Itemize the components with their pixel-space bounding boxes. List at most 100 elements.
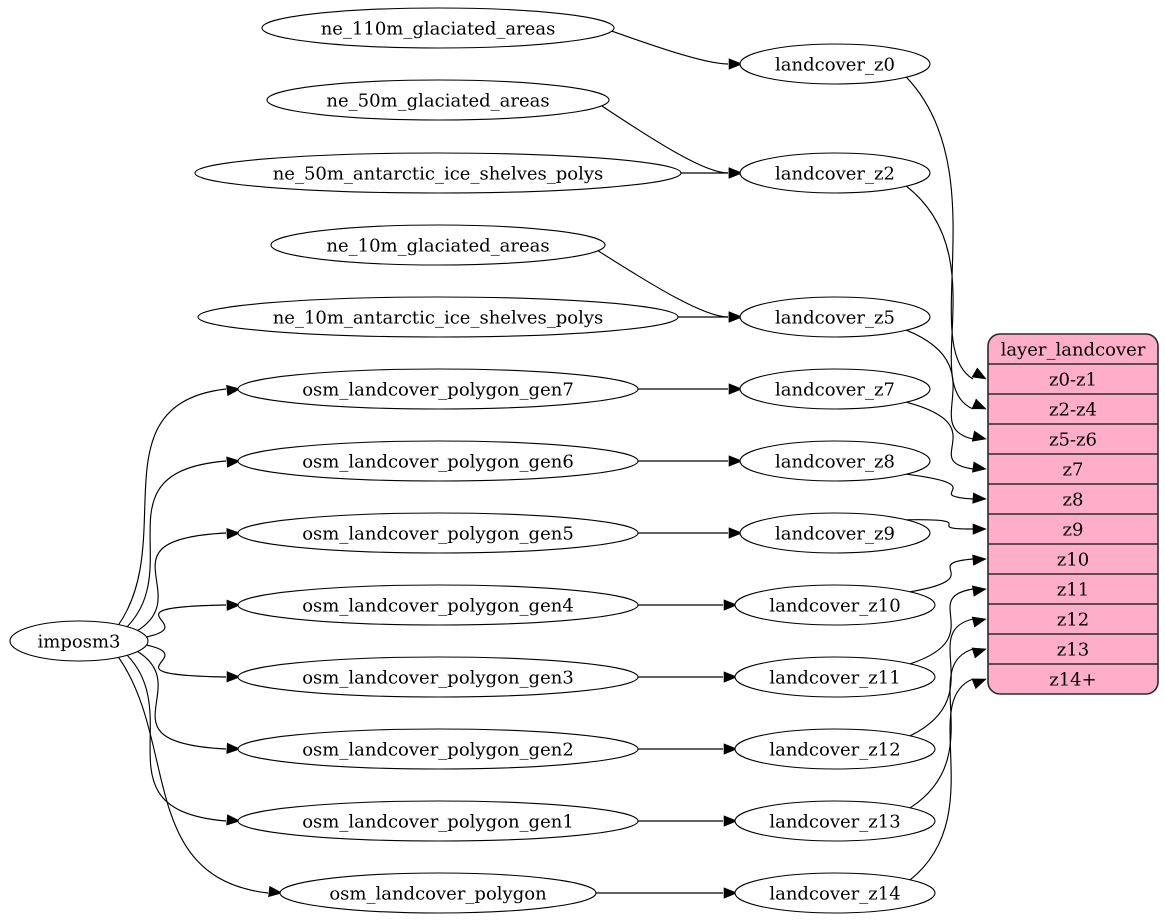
table-row-cell[interactable] — [988, 484, 1158, 514]
node-landcover_z12[interactable]: landcover_z12 — [734, 728, 936, 770]
node-ne_110m_glaciated_areas[interactable]: ne_110m_glaciated_areas — [261, 7, 615, 49]
node-label: osm_landcover_polygon_gen2 — [302, 740, 574, 761]
edge-imposm3-to-osm_landcover_polygon_gen6 — [126, 460, 227, 628]
edge-landcover_z14-to-table-row-10 — [909, 678, 974, 881]
node-label: landcover_z9 — [775, 524, 895, 545]
node-landcover_z10[interactable]: landcover_z10 — [734, 584, 936, 626]
table-row-label: z7 — [1063, 460, 1084, 481]
edge-arrowhead — [226, 671, 241, 683]
node-label: landcover_z13 — [769, 812, 900, 833]
table-row-cell[interactable] — [988, 574, 1158, 604]
node-ne_50m_glaciated_areas[interactable]: ne_50m_glaciated_areas — [266, 79, 610, 121]
table-row-cell[interactable] — [988, 364, 1158, 394]
table-row-label: z10 — [1057, 550, 1089, 571]
node-osm_landcover_polygon_gen3[interactable]: osm_landcover_polygon_gen3 — [237, 656, 639, 698]
node-ellipse — [266, 79, 610, 121]
table-row-cell[interactable] — [988, 514, 1158, 544]
edge-imposm3-to-osm_landcover_polygon_gen5 — [136, 532, 227, 632]
table-row-cell[interactable] — [988, 664, 1158, 694]
edge-imposm3-to-osm_landcover_polygon_gen7 — [117, 388, 227, 626]
node-label: osm_landcover_polygon — [329, 884, 547, 905]
edge-arrowhead — [723, 743, 738, 755]
node-label: ne_50m_glaciated_areas — [326, 91, 549, 112]
node-landcover_z8[interactable]: landcover_z8 — [739, 440, 931, 482]
node-ellipse — [270, 224, 606, 266]
node-landcover_z11[interactable]: landcover_z11 — [734, 656, 936, 698]
node-label: landcover_z0 — [775, 55, 895, 76]
node-label: osm_landcover_polygon_gen4 — [302, 596, 574, 617]
table-row-cell[interactable] — [988, 394, 1158, 424]
edge-ne_10m_glaciated_areas-to-landcover_z5 — [596, 249, 729, 318]
edge-arrowhead — [971, 647, 987, 659]
edge-arrowhead — [728, 311, 743, 323]
edge-arrowhead — [971, 616, 987, 628]
node-ellipse — [197, 296, 679, 338]
edge-ne_110m_glaciated_areas-to-landcover_z0 — [610, 30, 729, 65]
node-osm_landcover_polygon_gen2[interactable]: osm_landcover_polygon_gen2 — [237, 728, 639, 770]
node-label: landcover_z2 — [775, 164, 895, 185]
edge-arrowhead — [971, 367, 987, 380]
layer-table-group[interactable]: layer_landcoverz0-z1z2-z4z5-z6z7z8z9z10z… — [987, 333, 1159, 695]
table-row-cell[interactable] — [988, 604, 1158, 634]
node-ellipse — [734, 800, 936, 842]
node-ellipse — [734, 584, 936, 626]
node-label: ne_10m_glaciated_areas — [326, 236, 549, 257]
nodes-layer: ne_110m_glaciated_areas ne_50m_glaciated_… — [9, 7, 936, 914]
edge-landcover_z2-to-table-row-1 — [906, 185, 974, 410]
node-landcover_z9[interactable]: landcover_z9 — [739, 512, 931, 554]
node-landcover_z0[interactable]: landcover_z0 — [739, 43, 931, 85]
node-ne_50m_antarctic_ice_shelves_polys[interactable]: ne_50m_antarctic_ice_shelves_polys — [194, 152, 682, 194]
node-osm_landcover_polygon_gen4[interactable]: osm_landcover_polygon_gen4 — [237, 584, 639, 626]
edge-arrowhead — [723, 599, 738, 611]
table-row-cell[interactable] — [988, 634, 1158, 664]
edge-arrowhead — [226, 528, 241, 540]
node-osm_landcover_polygon_gen6[interactable]: osm_landcover_polygon_gen6 — [237, 440, 639, 482]
edge-arrowhead — [728, 58, 743, 70]
node-ellipse — [739, 296, 931, 338]
node-ellipse — [739, 440, 931, 482]
node-ellipse — [237, 440, 639, 482]
node-osm_landcover_polygon[interactable]: osm_landcover_polygon — [279, 872, 597, 914]
node-osm_landcover_polygon_gen5[interactable]: osm_landcover_polygon_gen5 — [237, 512, 639, 554]
edge-landcover_z0-to-table-row-0 — [905, 76, 974, 380]
edge-imposm3-to-osm_landcover_polygon_gen3 — [145, 644, 227, 678]
node-label: osm_landcover_polygon_gen6 — [302, 452, 574, 473]
edge-landcover_z9-to-table-row-5 — [906, 519, 974, 530]
node-ellipse — [237, 512, 639, 554]
node-ellipse — [734, 872, 936, 914]
node-ellipse — [279, 872, 597, 914]
table-header-label: layer_landcover — [1001, 340, 1146, 361]
table-row-cell[interactable] — [988, 424, 1158, 454]
edge-landcover_z7-to-table-row-3 — [906, 401, 974, 470]
edge-imposm3-to-osm_landcover_polygon_gen2 — [136, 650, 227, 750]
edge-arrowhead — [723, 815, 738, 827]
node-landcover_z5[interactable]: landcover_z5 — [739, 296, 931, 338]
node-osm_landcover_polygon_gen1[interactable]: osm_landcover_polygon_gen1 — [237, 800, 639, 842]
edge-arrowhead — [226, 814, 241, 826]
table-row-cell[interactable] — [988, 544, 1158, 574]
node-ellipse — [739, 512, 931, 554]
node-label: landcover_z12 — [769, 740, 900, 761]
edge-arrowhead — [728, 383, 743, 395]
edge-imposm3-to-osm_landcover_polygon_gen1 — [126, 654, 227, 822]
node-landcover_z2[interactable]: landcover_z2 — [739, 152, 931, 194]
edge-arrowhead — [728, 167, 743, 179]
node-landcover_z14[interactable]: landcover_z14 — [734, 872, 936, 914]
node-landcover_z7[interactable]: landcover_z7 — [739, 368, 931, 410]
node-ellipse — [237, 800, 639, 842]
node-osm_landcover_polygon_gen7[interactable]: osm_landcover_polygon_gen7 — [237, 368, 639, 410]
edge-arrowhead — [728, 455, 743, 467]
edge-arrowhead — [226, 456, 241, 468]
edge-arrowhead — [971, 430, 987, 442]
node-ne_10m_antarctic_ice_shelves_polys[interactable]: ne_10m_antarctic_ice_shelves_polys — [197, 296, 679, 338]
node-landcover_z13[interactable]: landcover_z13 — [734, 800, 936, 842]
table-row-label: z5-z6 — [1049, 430, 1097, 451]
node-imposm3[interactable]: imposm3 — [9, 620, 149, 662]
node-ellipse — [194, 152, 682, 194]
table-row-cell[interactable] — [988, 454, 1158, 484]
table-row-label: z11 — [1057, 580, 1089, 601]
node-ellipse — [739, 368, 931, 410]
edge-imposm3-to-osm_landcover_polygon_gen4 — [145, 604, 227, 638]
node-ne_10m_glaciated_areas[interactable]: ne_10m_glaciated_areas — [270, 224, 606, 266]
